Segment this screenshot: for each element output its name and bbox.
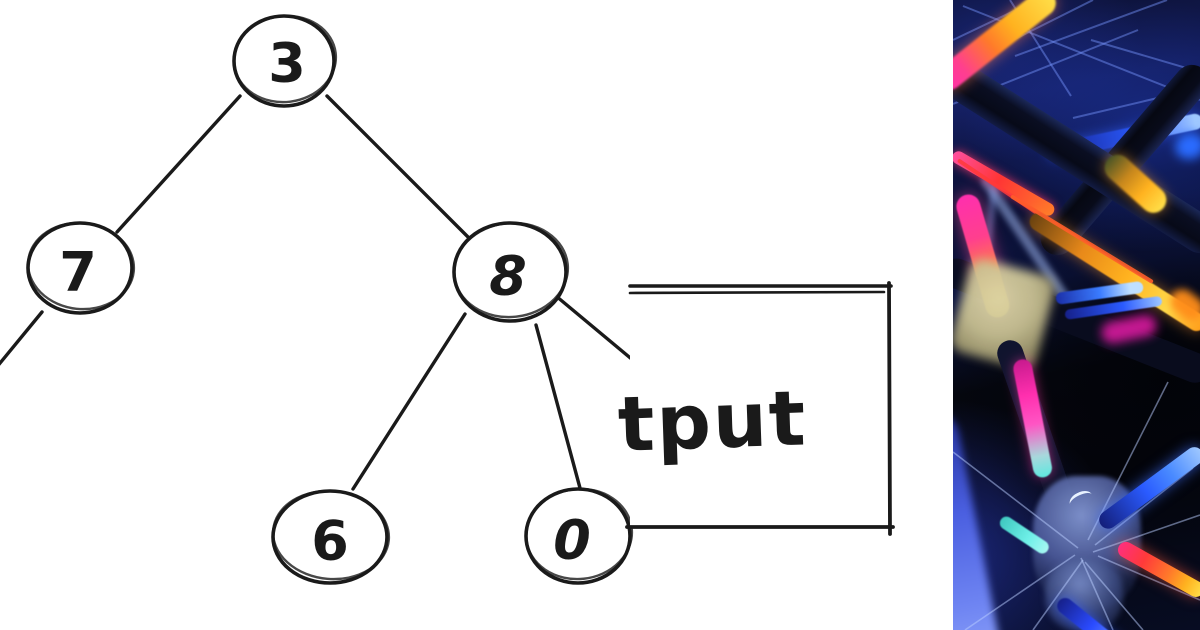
- node-circle-sketch-stroke: [26, 221, 136, 311]
- edge-root-to-right: [325, 94, 470, 239]
- wire-lines-hub: [953, 381, 1200, 630]
- edge-root-to-left: [115, 94, 242, 234]
- binary-tree-diagram: 3 7 8 6 0: [0, 14, 895, 585]
- output-box-right-edge: [887, 281, 892, 536]
- output-box-top-edge-sketch: [628, 290, 886, 295]
- tree-node-right-child: 8: [452, 221, 570, 323]
- tree-node-right-right-grandchild: 0: [524, 487, 634, 585]
- node-value: 6: [311, 510, 349, 573]
- node-value: 0: [553, 509, 591, 572]
- edge-right-to-0: [534, 323, 582, 490]
- node-value: 3: [268, 32, 306, 95]
- node-circle-sketch-stroke: [452, 221, 570, 319]
- node-circle-sketch-stroke: [271, 489, 391, 581]
- tree-node-root: 3: [232, 14, 338, 108]
- node-circle-sketch-stroke: [232, 14, 338, 104]
- edge-left-to-offscreen: [0, 310, 44, 366]
- tree-node-right-left-grandchild: 6: [271, 489, 391, 585]
- edge-right-to-box: [554, 294, 642, 368]
- edge-right-to-6: [351, 312, 467, 491]
- tree-node-left-child: 7: [26, 221, 136, 315]
- node-value: 7: [59, 241, 97, 304]
- whiteboard-drawing: 3 7 8 6 0: [0, 14, 895, 585]
- tree-edges: [0, 94, 642, 491]
- node-value: 8: [489, 245, 527, 308]
- output-box-label: tput: [617, 373, 809, 469]
- neon-tubes-photo: [953, 0, 1200, 630]
- output-box: tput: [617, 281, 895, 536]
- output-box-fill: [630, 285, 890, 528]
